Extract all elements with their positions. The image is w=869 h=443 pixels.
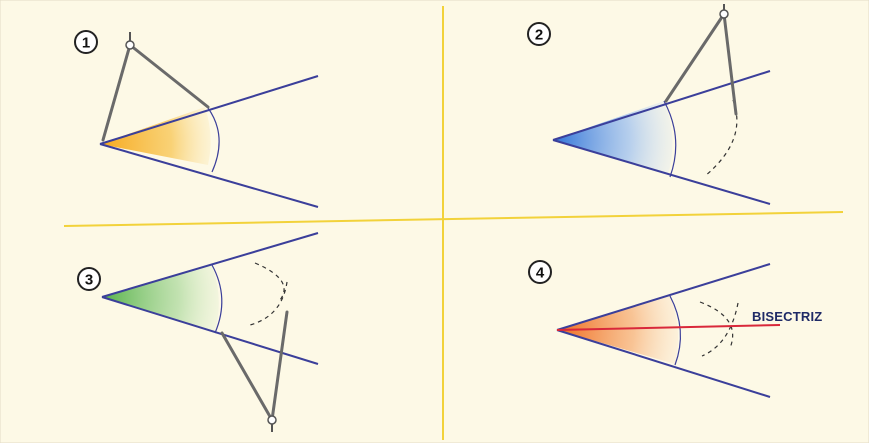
arc-on-rays — [669, 295, 682, 366]
step-number-badge — [528, 260, 552, 284]
angle-fill-step-2 — [553, 101, 673, 175]
arc-on-rays — [207, 107, 220, 173]
angle-fill-step-1 — [100, 107, 211, 165]
compass-icon — [220, 310, 289, 432]
angle-ray-upper — [552, 70, 771, 141]
angle-fill-step-3 — [102, 265, 219, 332]
bisector-line — [556, 324, 781, 331]
step-1-panel: 1 — [74, 30, 319, 208]
step-number-badge — [527, 22, 551, 46]
step-3-number: 3 — [85, 272, 93, 289]
step-1-number: 1 — [82, 35, 90, 52]
angle-fill-step-4 — [557, 296, 678, 364]
dashed-arc-upper — [699, 301, 734, 349]
compass-icon — [664, 4, 738, 116]
step-number-badge — [74, 30, 98, 54]
angle-ray-upper — [101, 232, 319, 298]
dashed-arc-upper — [254, 262, 285, 301]
step-4-number: 4 — [536, 265, 545, 282]
step-2-number: 2 — [535, 27, 543, 44]
horizontal-divider — [63, 211, 844, 227]
arc-on-rays — [663, 100, 677, 178]
bisector-label: BISECTRIZ — [752, 309, 822, 324]
step-4-panel: BISECTRIZ 4 — [528, 260, 822, 398]
angle-ray-upper — [556, 263, 771, 331]
step-number-badge — [77, 267, 101, 291]
compass-icon — [101, 32, 210, 142]
angle-ray-lower — [99, 143, 319, 208]
angle-ray-lower — [556, 329, 771, 398]
step-2-panel: 2 — [527, 4, 771, 205]
arc-on-rays — [211, 264, 223, 334]
angle-ray-lower — [552, 139, 771, 205]
step-3-panel: 3 — [77, 232, 319, 432]
